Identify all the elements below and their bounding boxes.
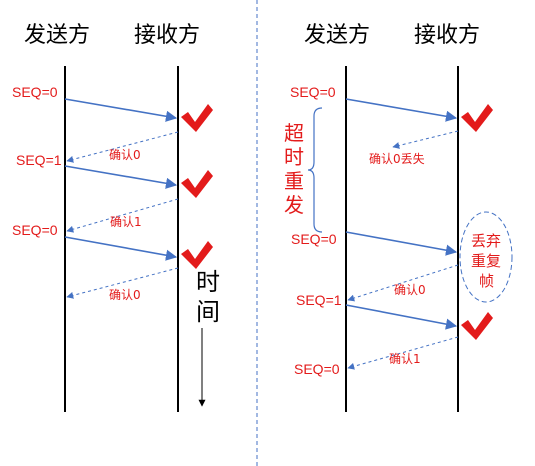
left-sender-title: 发送方 [24, 23, 90, 48]
right-data-frame-arrow [345, 304, 458, 330]
time-axis-label: 时 [196, 268, 220, 296]
right-seq-label: SEQ=0 [291, 231, 337, 247]
left-seq-label: SEQ=1 [16, 152, 62, 168]
right-seq-label: SEQ=1 [296, 292, 342, 308]
received-check-icon [461, 312, 493, 340]
left-ack-arrow [66, 198, 179, 233]
received-check-icon [181, 241, 213, 269]
right-seq-label: SEQ=0 [290, 84, 336, 100]
right-ack-label: 确认0 [394, 283, 426, 297]
right-seq-label: SEQ=0 [294, 361, 340, 377]
left-seq-label: SEQ=0 [12, 222, 58, 238]
received-check-icon [461, 104, 493, 132]
discard-duplicate-label: 丢弃 [471, 232, 501, 250]
right-ack-lost-label: 确认0丢失 [369, 151, 425, 166]
right-data-frame-arrow [345, 98, 458, 122]
right-receiver-title: 接收方 [414, 23, 480, 48]
right-sender-title: 发送方 [304, 23, 370, 48]
timeout-retransmit-label: 重 [284, 169, 304, 193]
discard-duplicate-label: 帧 [479, 272, 494, 290]
timeout-retransmit-label: 超 [284, 121, 304, 145]
left-ack-label: 确认0 [109, 288, 141, 302]
timeout-brace [307, 107, 323, 233]
left-ack-label: 确认0 [109, 148, 141, 162]
right-ack-arrow [347, 336, 459, 370]
right-ack-arrow [347, 264, 459, 302]
left-receiver-title: 接收方 [134, 23, 200, 48]
right-ack-label: 确认1 [389, 352, 421, 366]
received-check-icon [181, 170, 213, 198]
received-check-icon [181, 104, 213, 132]
left-ack-arrow [66, 131, 179, 163]
right-ack-arrow-lost [392, 130, 459, 149]
discard-duplicate-label: 重复 [471, 252, 501, 270]
right-data-frame-arrow [345, 231, 458, 256]
timeout-retransmit-label: 发 [284, 193, 304, 217]
left-ack-arrow [66, 267, 179, 299]
left-data-frame-arrow [64, 98, 178, 122]
discard-duplicate-ellipse [459, 211, 513, 303]
left-ack-label: 确认1 [110, 215, 142, 229]
left-data-frame-arrow [64, 236, 178, 261]
timeout-retransmit-label: 时 [284, 145, 304, 169]
time-axis-label: 间 [196, 298, 220, 326]
left-seq-label: SEQ=0 [12, 84, 58, 100]
left-data-frame-arrow [64, 165, 178, 189]
